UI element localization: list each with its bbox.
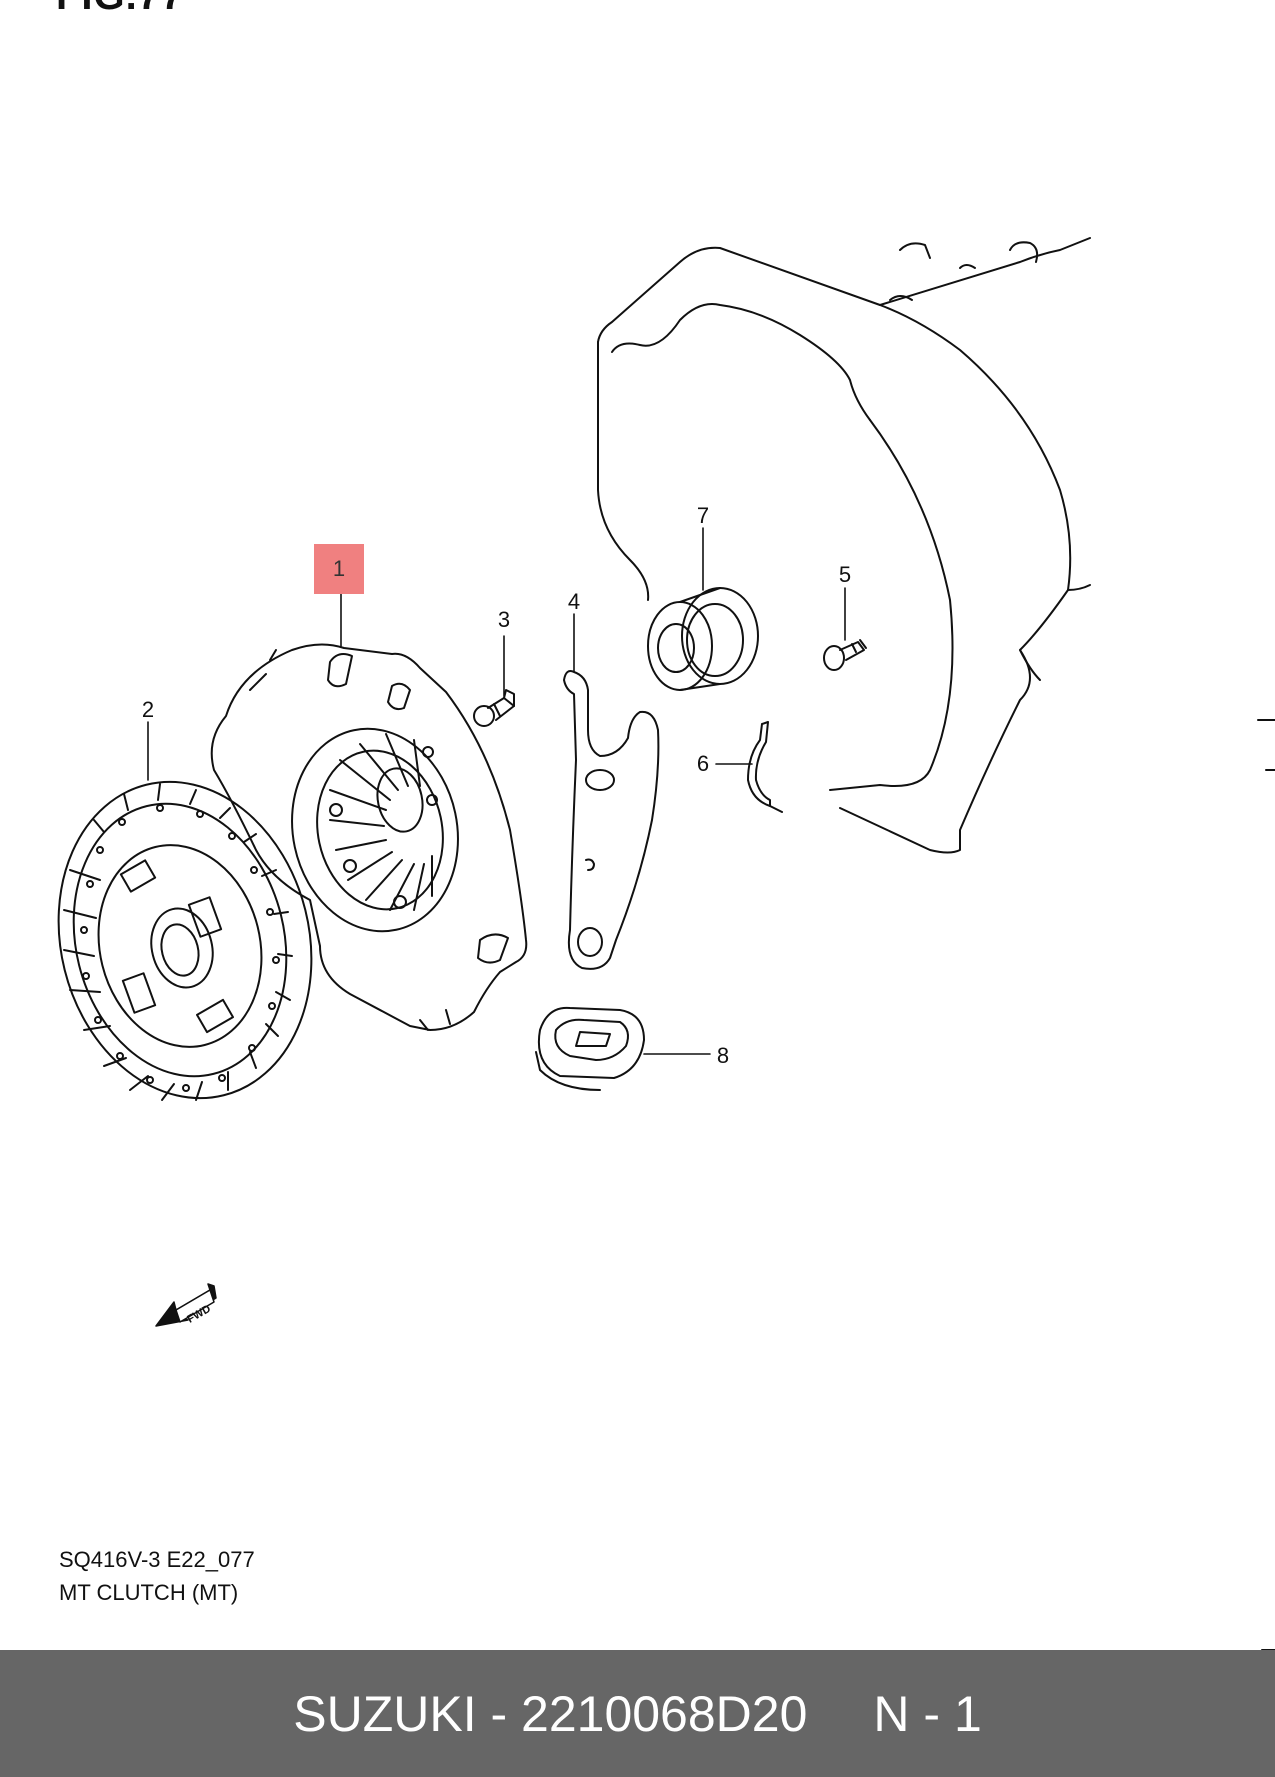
leader-lines (147, 527, 846, 1055)
callout-2[interactable]: 2 (141, 697, 155, 722)
transmission-housing (597, 237, 1275, 1650)
clutch-cover (210, 643, 528, 1031)
diagram-title: MT CLUTCH (MT) (59, 1580, 239, 1605)
callout-6[interactable]: 6 (696, 751, 710, 776)
release-fork (563, 670, 660, 970)
callout-4[interactable]: 4 (567, 589, 581, 614)
callout-1-highlighted[interactable]: 1 (314, 544, 364, 594)
diagram-meta: SQ416V-3 E22_077 MT CLUTCH (MT) (59, 1543, 255, 1609)
quantity-label: N - 1 (873, 1685, 982, 1742)
callout-8[interactable]: 8 (716, 1043, 730, 1068)
figure-label: FIG.77 (56, 0, 184, 19)
part-footer: SUZUKI - 2210068D20 N - 1 (0, 1650, 1275, 1777)
dust-boot (535, 1006, 645, 1091)
release-bearing (647, 587, 759, 691)
clutch-exploded-diagram: FWD (57, 237, 1275, 1650)
clip-6 (747, 721, 783, 813)
callout-3[interactable]: 3 (497, 607, 511, 632)
diagram-code: SQ416V-3 E22_077 (59, 1547, 255, 1572)
forward-arrow-icon: FWD (155, 1283, 217, 1327)
callout-7[interactable]: 7 (696, 503, 710, 528)
clutch-disc (57, 780, 313, 1101)
bolt-5 (823, 639, 867, 671)
brand-part-number: SUZUKI - 2210068D20 (293, 1685, 808, 1742)
bolt-3 (473, 689, 515, 727)
callout-5[interactable]: 5 (838, 562, 852, 587)
